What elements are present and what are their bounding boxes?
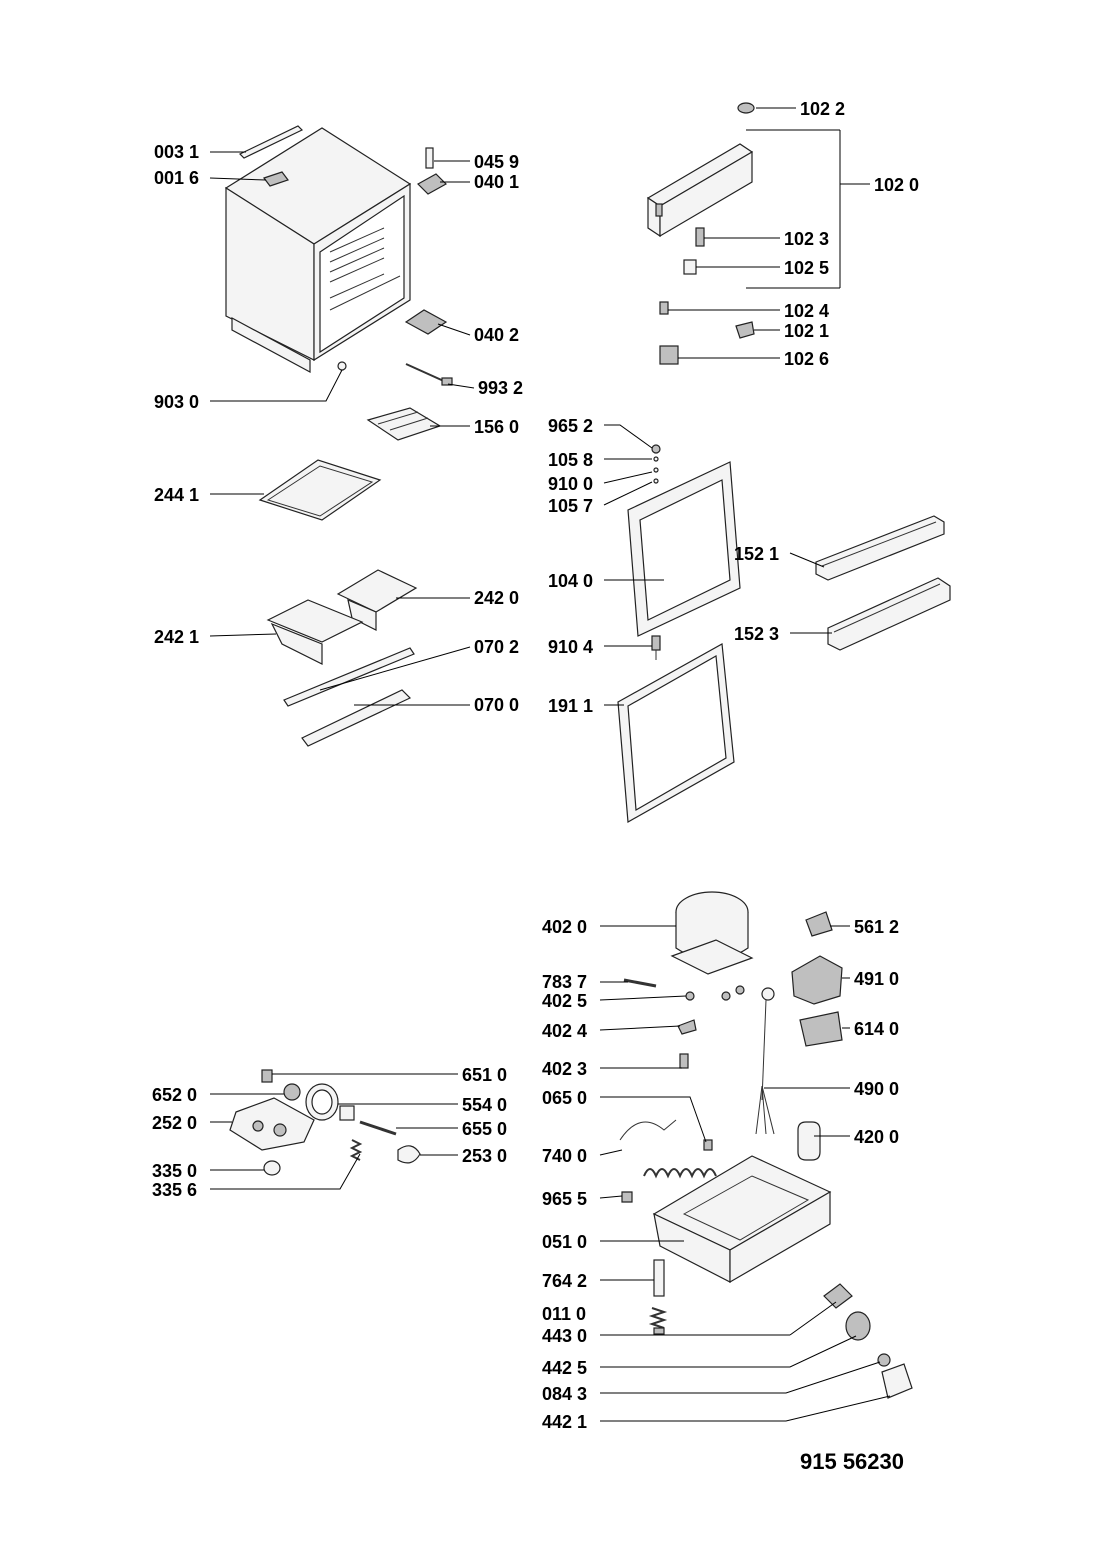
part-label: 740 0 bbox=[542, 1146, 587, 1166]
lamp-assembly bbox=[229, 1069, 421, 1176]
part-label: 965 5 bbox=[542, 1189, 587, 1209]
part-label: 402 3 bbox=[542, 1059, 587, 1079]
part-label: 070 2 bbox=[474, 637, 519, 657]
part-label: 965 2 bbox=[548, 416, 593, 436]
part-label: 910 0 bbox=[548, 474, 593, 494]
part-label: 253 0 bbox=[462, 1146, 507, 1166]
part-label: 614 0 bbox=[854, 1019, 899, 1039]
part-label: 102 3 bbox=[784, 229, 829, 249]
part-label: 442 5 bbox=[542, 1358, 587, 1378]
part-label: 070 0 bbox=[474, 695, 519, 715]
part-label: 102 2 bbox=[800, 99, 845, 119]
part-label: 011 0 bbox=[542, 1304, 586, 1324]
part-label: 993 2 bbox=[478, 378, 523, 398]
freezer-door-assembly bbox=[646, 102, 755, 365]
part-label: 102 5 bbox=[784, 258, 829, 278]
part-label: 561 2 bbox=[854, 917, 899, 937]
part-number-labels: 003 1 001 6 045 9 040 1 040 2 903 0 993 … bbox=[152, 99, 919, 1432]
part-label: 244 1 bbox=[154, 485, 199, 505]
part-label: 102 6 bbox=[784, 349, 829, 369]
part-label: 420 0 bbox=[854, 1127, 899, 1147]
cabinet-leaders bbox=[209, 151, 475, 706]
lamp-leaders bbox=[210, 1073, 458, 1190]
part-label: 105 7 bbox=[548, 496, 593, 516]
part-label: 242 1 bbox=[154, 627, 199, 647]
part-label: 764 2 bbox=[542, 1271, 587, 1291]
freezer-door-leaders bbox=[668, 107, 870, 359]
main-door-assembly bbox=[617, 444, 951, 823]
part-label: 040 2 bbox=[474, 325, 519, 345]
part-label: 910 4 bbox=[548, 637, 593, 657]
cabinet-assembly bbox=[224, 125, 453, 747]
part-label: 335 6 bbox=[152, 1180, 197, 1200]
part-label: 102 0 bbox=[874, 175, 919, 195]
part-label: 651 0 bbox=[462, 1065, 507, 1085]
part-label: 065 0 bbox=[542, 1088, 587, 1108]
part-label: 003 1 bbox=[154, 142, 199, 162]
part-label: 152 1 bbox=[734, 544, 779, 564]
part-label: 104 0 bbox=[548, 571, 593, 591]
part-label: 156 0 bbox=[474, 417, 519, 437]
part-label: 491 0 bbox=[854, 969, 899, 989]
part-label: 655 0 bbox=[462, 1119, 507, 1139]
part-label: 490 0 bbox=[854, 1079, 899, 1099]
part-label: 903 0 bbox=[154, 392, 199, 412]
part-label: 040 1 bbox=[474, 172, 519, 192]
part-label: 402 0 bbox=[542, 917, 587, 937]
part-label: 102 1 bbox=[784, 321, 829, 341]
compressor-leaders bbox=[599, 925, 891, 1422]
part-label: 191 1 bbox=[548, 696, 593, 716]
part-label: 335 0 bbox=[152, 1161, 197, 1181]
part-label: 051 0 bbox=[542, 1232, 587, 1252]
part-label: 554 0 bbox=[462, 1095, 507, 1115]
main-door-leaders bbox=[603, 424, 832, 706]
part-label: 045 9 bbox=[474, 152, 519, 172]
part-label: 252 0 bbox=[152, 1113, 197, 1133]
part-label: 105 8 bbox=[548, 450, 593, 470]
part-label: 442 1 bbox=[542, 1412, 587, 1432]
part-label: 152 3 bbox=[734, 624, 779, 644]
part-label: 242 0 bbox=[474, 588, 519, 608]
part-label: 001 6 bbox=[154, 168, 199, 188]
part-label: 652 0 bbox=[152, 1085, 197, 1105]
part-label: 783 7 bbox=[542, 972, 587, 992]
part-label: 402 4 bbox=[542, 1021, 587, 1041]
part-label: 084 3 bbox=[542, 1384, 587, 1404]
part-label: 402 5 bbox=[542, 991, 587, 1011]
document-number: 915 56230 bbox=[800, 1449, 904, 1474]
compressor-assembly bbox=[619, 891, 913, 1399]
part-label: 443 0 bbox=[542, 1326, 587, 1346]
part-label: 102 4 bbox=[784, 301, 829, 321]
